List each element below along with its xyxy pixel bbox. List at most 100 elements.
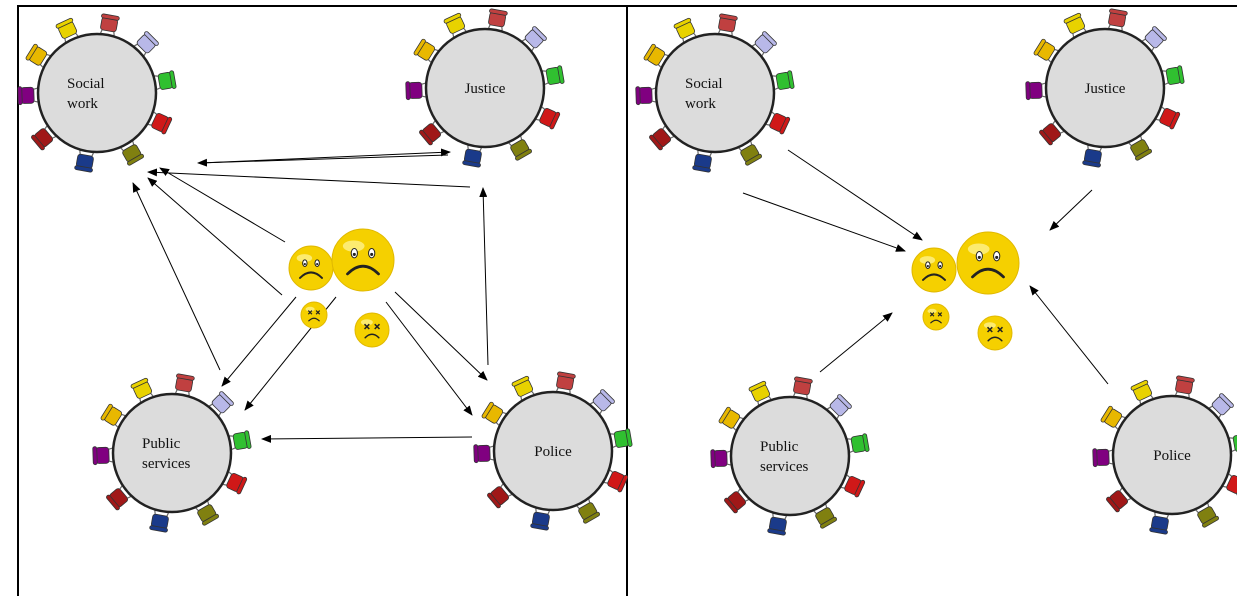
arrow [1049,189,1093,231]
chair-icon [692,149,713,173]
table-top [1111,394,1233,516]
table-top [36,32,158,154]
chair-icon [133,31,159,57]
table-police: Police [473,371,633,531]
arrow [221,296,297,387]
chair-icon [840,474,866,498]
chair-icon [826,394,852,420]
chair-icon [511,375,535,401]
chair-icon [443,12,467,38]
chair-icon [765,111,791,135]
chair-icon [17,86,39,106]
arrow [132,182,221,371]
chair-icon [1082,144,1103,168]
chair-icon [1161,65,1185,86]
arrow [819,312,893,373]
chair-icon [1155,106,1181,130]
table-top [424,27,546,149]
arrow [147,177,283,296]
chair-icon [717,13,738,37]
chair-icon [149,509,170,533]
chair-icon [1106,487,1132,513]
chair-icon [1039,120,1065,146]
chair-icon [1100,405,1126,431]
arrow [159,167,286,243]
chair-icon [1025,81,1047,101]
chair-icon [481,401,507,427]
chair-icon [748,380,772,406]
table-label: Police [1153,448,1191,464]
arrows-before [132,148,489,443]
chair-icon [99,13,120,37]
chair-icon [1092,448,1114,468]
arrow [147,168,471,188]
chair-icon [1130,379,1154,405]
dizzy-face-small-icon [922,303,950,331]
chair-icon [120,140,144,166]
sad-face-small-icon [911,247,957,293]
arrow [1029,285,1109,385]
chair-icon [195,500,219,526]
chair-icon [31,125,57,151]
sad-face-large-icon [956,231,1020,295]
chair-icon [521,26,547,52]
arrows-after [742,149,1109,385]
chair-icon [405,81,427,101]
chair-icon [174,373,195,397]
chair-icon [100,403,126,429]
chair-icon [1033,38,1059,64]
chair-icon [413,38,439,64]
chair-icon [846,433,870,454]
chair-icon [609,428,633,449]
table-label: Police [534,444,572,460]
chair-icon [147,111,173,135]
chair-icon [635,86,657,106]
chair-icon [92,446,114,466]
arrow [261,434,473,443]
chair-icon [55,17,79,43]
chair-icon [1128,135,1152,161]
chair-icon [643,43,669,69]
chair-icon [1149,511,1170,535]
chair-icon [222,471,248,495]
chair-icon [673,17,697,43]
table-label: Justice [1085,81,1126,97]
chair-icon [1174,375,1195,399]
chair-icon [724,488,750,514]
chair-icon [603,469,629,493]
dizzy-face-medium-icon [977,315,1013,351]
dizzy-face-medium-icon [354,312,390,348]
arrow [385,301,473,416]
chair-icon [1195,502,1219,528]
table-top [111,392,233,514]
chair-icon [710,449,732,469]
chair-icon [649,125,675,151]
chair-icon [487,483,513,509]
chair-icon [25,43,51,69]
chair-icon [1107,8,1128,32]
chair-icon [813,503,837,529]
chair-icon [508,135,532,161]
arrow [394,291,488,381]
arrow [787,149,923,241]
table-label: Justice [465,81,506,97]
chair-icon [74,149,95,173]
chair-icon [576,498,600,524]
sad-face-large-icon [331,228,395,292]
table-top [654,32,776,154]
table-justice: Justice [405,8,565,168]
chair-icon [462,144,483,168]
table-top [1044,27,1166,149]
table-justice: Justice [1025,8,1185,168]
chair-icon [228,430,252,451]
chair-icon [589,389,615,415]
dizzy-face-small-icon [300,301,328,329]
